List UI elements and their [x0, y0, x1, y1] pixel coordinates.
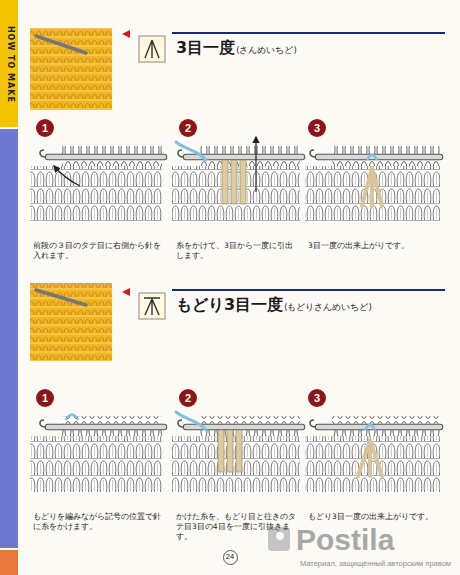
title-rule — [172, 289, 445, 291]
step-caption: かけた糸を、もどり目と往きのタテ目3目の4目を一度に引抜きます。 — [176, 512, 300, 542]
watermark-icon-hole — [276, 532, 284, 540]
step-number-circle: 2 — [179, 389, 197, 407]
pulled-stitch — [240, 160, 246, 204]
step-number-circle: 1 — [36, 389, 54, 407]
step-number-circle: 3 — [308, 119, 326, 137]
step-caption: もどりを編みながら記号の位置で針に糸をかけます。 — [33, 512, 165, 532]
yarn-loop — [367, 155, 377, 160]
step-number-circle: 3 — [308, 389, 326, 407]
swatch-photo — [30, 283, 112, 361]
pulled-stitch — [231, 160, 237, 204]
hook-shaft — [48, 425, 164, 430]
hook-outline — [318, 154, 440, 161]
step-caption: もどり3目一度の出来上がりです。 — [308, 512, 438, 522]
step-caption: 糸をかけて、3目から一度に引出します。 — [176, 241, 300, 261]
symbol-box — [139, 293, 165, 319]
step-number: 3 — [314, 123, 320, 134]
step-caption: 3目一度の出来上がりです。 — [308, 241, 438, 251]
photo-hook — [36, 290, 86, 305]
side-tab-text: HOW TO MAKE — [5, 26, 14, 103]
title-rule — [172, 32, 445, 34]
fabric — [305, 166, 440, 222]
step-number: 24 — [226, 553, 234, 561]
hook-shaft — [48, 155, 164, 160]
section-title: もどり3目一度 — [176, 296, 283, 314]
step-number: 2 — [185, 123, 191, 134]
working-yarn — [176, 142, 206, 160]
yarn-loop — [365, 425, 375, 430]
fabric — [305, 436, 440, 492]
watermark-logo: Postila — [296, 523, 394, 556]
pulled-stitch — [222, 160, 228, 204]
symbol-box — [139, 36, 165, 62]
page-number-circle: 24 — [223, 550, 238, 565]
fabric — [30, 166, 162, 222]
step-number-circle: 1 — [36, 119, 54, 137]
hook-tip — [178, 150, 184, 157]
hook-outline — [318, 424, 440, 431]
hook-tip — [310, 150, 316, 157]
title-reading: (もどりさんめいちど) — [284, 303, 372, 312]
direction-arrow — [54, 166, 80, 186]
step-number: 3 — [314, 393, 320, 404]
pulled-stitch — [227, 430, 233, 472]
pulled-stitch — [236, 430, 242, 472]
section-title: 3目一度 — [176, 39, 235, 57]
direction-arrow — [255, 137, 256, 192]
hook-shaft — [318, 425, 440, 430]
decrease-symbol — [144, 298, 160, 315]
hook-tip — [40, 420, 46, 427]
working-yarn — [176, 412, 206, 430]
joined-stitches — [362, 168, 382, 206]
pointer-triangle — [122, 30, 130, 38]
step-caption: 前段の３目のタテ目に右側から針を入れます。 — [33, 241, 165, 261]
hook-outline — [48, 154, 164, 161]
pulled-stitch — [218, 430, 224, 472]
side-band-orange — [0, 550, 18, 575]
hook-outline — [48, 424, 164, 431]
hook-tip — [178, 420, 184, 427]
joined-stitches — [358, 440, 382, 476]
swatch-photo — [30, 28, 112, 110]
step-number-circle: 2 — [179, 119, 197, 137]
step-number: 1 — [42, 393, 48, 404]
pointer-triangle — [122, 288, 130, 296]
side-tab-yellow — [0, 0, 18, 127]
step-number: 2 — [185, 393, 191, 404]
hook-tip — [40, 150, 46, 157]
watermark-note: Материал, защищённый авторским правом — [300, 559, 451, 569]
title-reading: (さんめいちど) — [236, 46, 297, 55]
hook-tip — [310, 420, 316, 427]
side-band-blue — [0, 129, 18, 548]
fabric — [30, 436, 162, 492]
hook-shaft — [318, 155, 440, 160]
step-number: 1 — [42, 123, 48, 134]
photo-hook — [36, 36, 86, 53]
decrease-symbol — [145, 40, 159, 58]
yarn-over — [66, 415, 78, 421]
